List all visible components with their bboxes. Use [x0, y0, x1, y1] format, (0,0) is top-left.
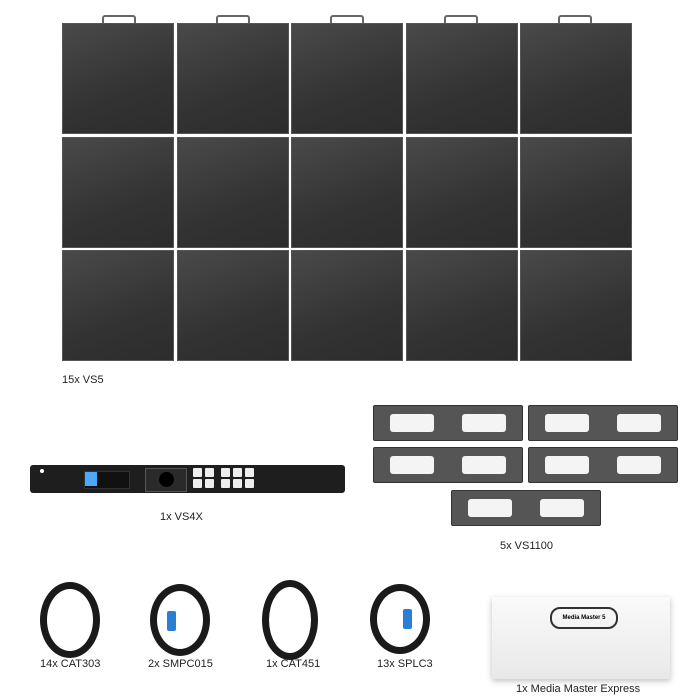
led-panel: [62, 23, 174, 134]
vs1100-bracket: [451, 490, 601, 526]
vs4x-controller: [30, 465, 345, 493]
cat303-label: 14x CAT303: [40, 658, 101, 670]
led-panel: [405, 250, 518, 361]
smpc015-cable-icon: [150, 584, 210, 656]
powercon-plug-icon: [403, 609, 412, 629]
bracket-window: [545, 456, 589, 474]
led-panel: [176, 23, 289, 134]
led-panel: [520, 250, 632, 361]
vs1100-bracket: [373, 447, 523, 483]
controller-key: [245, 479, 254, 488]
vs1100-bracket: [373, 405, 523, 441]
led-panel: [520, 23, 632, 134]
menu-knob-icon: [145, 468, 187, 492]
media-master-label: 1x Media Master Express: [516, 683, 641, 695]
controller-key: [245, 468, 254, 477]
controller-key: [221, 479, 230, 488]
panel-handle-icon: [102, 15, 136, 24]
powercon-plug-icon: [167, 611, 176, 631]
led-panel: [291, 136, 403, 248]
bracket-window: [390, 456, 434, 474]
display-screen: [84, 471, 130, 489]
rack-hole: [40, 469, 44, 473]
controller-key: [221, 468, 230, 477]
cat451-label: 1x CAT451: [266, 658, 321, 670]
vs4x-label: 1x VS4X: [160, 511, 203, 523]
led-panel: [176, 250, 289, 361]
panel-handle-icon: [330, 15, 364, 24]
led-panel: [62, 136, 174, 248]
vs1100-bracket: [528, 447, 678, 483]
led-panel: [405, 23, 518, 134]
led-panel: [291, 23, 403, 134]
bracket-window: [390, 414, 434, 432]
cat451-cable-icon: [262, 580, 318, 660]
led-panel: [62, 250, 174, 361]
bracket-window: [462, 456, 506, 474]
bracket-window: [462, 414, 506, 432]
bracket-window: [468, 499, 512, 517]
controller-key: [193, 468, 202, 477]
cat303-cable-icon: [40, 582, 100, 658]
bracket-window: [540, 499, 584, 517]
vs1100-bracket: [528, 405, 678, 441]
panel-handle-icon: [216, 15, 250, 24]
controller-key: [233, 468, 242, 477]
smpc015-label: 2x SMPC015: [148, 658, 213, 670]
vs1100-label: 5x VS1100: [500, 540, 554, 552]
bracket-window: [545, 414, 589, 432]
splc3-cable-icon: [370, 584, 430, 654]
led-panel: [176, 136, 289, 248]
controller-key: [205, 468, 214, 477]
splc3-label: 13x SPLC3: [377, 658, 433, 670]
controller-key: [193, 479, 202, 488]
led-panel: [291, 250, 403, 361]
controller-key: [233, 479, 242, 488]
panel-handle-icon: [444, 15, 478, 24]
bracket-window: [617, 456, 661, 474]
media-master-box: Media Master 5: [492, 597, 670, 679]
panel-handle-icon: [558, 15, 592, 24]
media-master-logo: Media Master 5: [550, 607, 618, 629]
led-panel: [520, 136, 632, 248]
vs5-label: 15x VS5: [62, 374, 104, 386]
led-panel: [405, 136, 518, 248]
controller-key: [205, 479, 214, 488]
bracket-window: [617, 414, 661, 432]
